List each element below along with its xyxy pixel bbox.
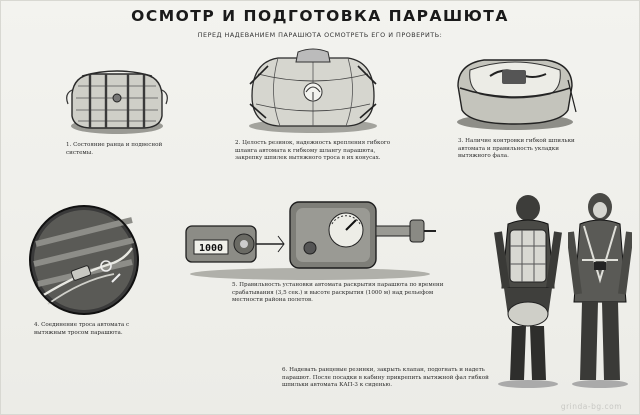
caption-6: 6. Надевать ранцевые резинки, закрыть кл…	[282, 367, 489, 389]
pilot-back-view-illustration	[494, 195, 562, 388]
parachute-elastics-illustration	[249, 48, 377, 133]
caption-4: 4. Соединение троса автомата с вытяжным …	[34, 322, 130, 336]
caption-5: 5. Правильность установки автомата раскр…	[232, 282, 444, 304]
poster-subtitle: ПЕРЕД НАДЕВАНИЕМ ПАРАШЮТА ОСМОТРЕТЬ ЕГО …	[197, 31, 443, 39]
opened-pack-illustration	[457, 59, 577, 130]
poster-title: ОСМОТР И ПОДГОТОВКА ПАРАШЮТА	[131, 7, 509, 25]
opening-device-illustration: 1000	[185, 201, 436, 280]
parachute-pack-illustration	[66, 70, 168, 134]
caption-2: 2. Целость резинок, надежность крепления…	[235, 140, 391, 162]
pilot-front-view-illustration	[568, 193, 632, 388]
caption-1: 1. Состояние ранца и подвесной системы.	[66, 142, 163, 156]
cable-connection-closeup	[29, 205, 139, 315]
caption-3: 3. Наличие контровки гибкой шпильки авто…	[458, 138, 575, 160]
device-dial-value: 1000	[199, 243, 223, 254]
watermark: grinda-bg.com	[560, 402, 622, 411]
